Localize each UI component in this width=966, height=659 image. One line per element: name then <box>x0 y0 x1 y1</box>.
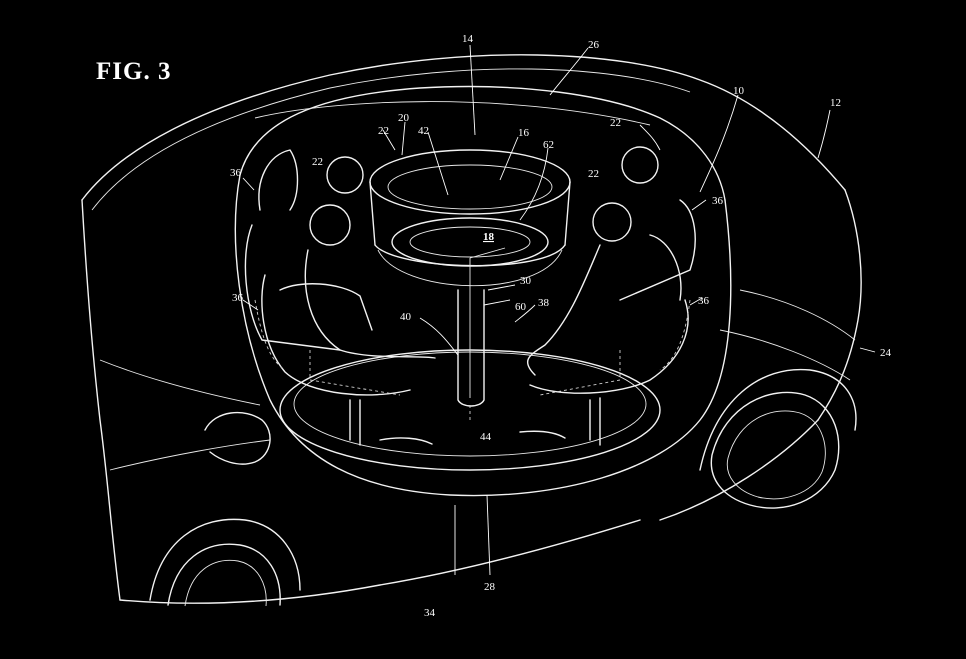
label-10: 10 <box>733 85 745 97</box>
label-16: 16 <box>518 127 530 139</box>
label-36-d: 36 <box>698 295 710 307</box>
seats <box>244 149 696 446</box>
label-36-c: 36 <box>232 292 244 304</box>
label-20: 20 <box>398 112 410 124</box>
label-36-b: 36 <box>712 195 724 207</box>
reference-numerals: 14 26 10 12 22 20 42 16 62 22 22 22 36 3… <box>230 33 892 619</box>
label-22-d: 22 <box>588 168 599 180</box>
label-30: 30 <box>520 275 532 287</box>
label-22-a: 22 <box>378 125 389 137</box>
label-34: 34 <box>424 607 436 619</box>
label-42: 42 <box>418 125 429 137</box>
label-62: 62 <box>543 139 554 151</box>
vehicle-body <box>81 54 862 607</box>
leader-lines <box>242 44 876 576</box>
hidden-lines <box>254 299 691 420</box>
occupants <box>304 146 659 445</box>
central-table <box>369 149 571 407</box>
label-44: 44 <box>480 431 492 443</box>
label-24: 24 <box>880 347 892 359</box>
cabin-envelope <box>234 85 732 497</box>
label-12: 12 <box>830 97 841 109</box>
figure-title: FIG. 3 <box>96 58 172 85</box>
label-22-b: 22 <box>610 117 621 129</box>
label-60: 60 <box>515 301 527 313</box>
label-22-c: 22 <box>312 156 323 168</box>
label-28: 28 <box>484 581 496 593</box>
label-14: 14 <box>462 33 474 45</box>
label-18: 18 <box>483 231 495 243</box>
label-36-a: 36 <box>230 167 242 179</box>
label-40: 40 <box>400 311 412 323</box>
label-26: 26 <box>588 39 600 51</box>
label-38: 38 <box>538 297 550 309</box>
